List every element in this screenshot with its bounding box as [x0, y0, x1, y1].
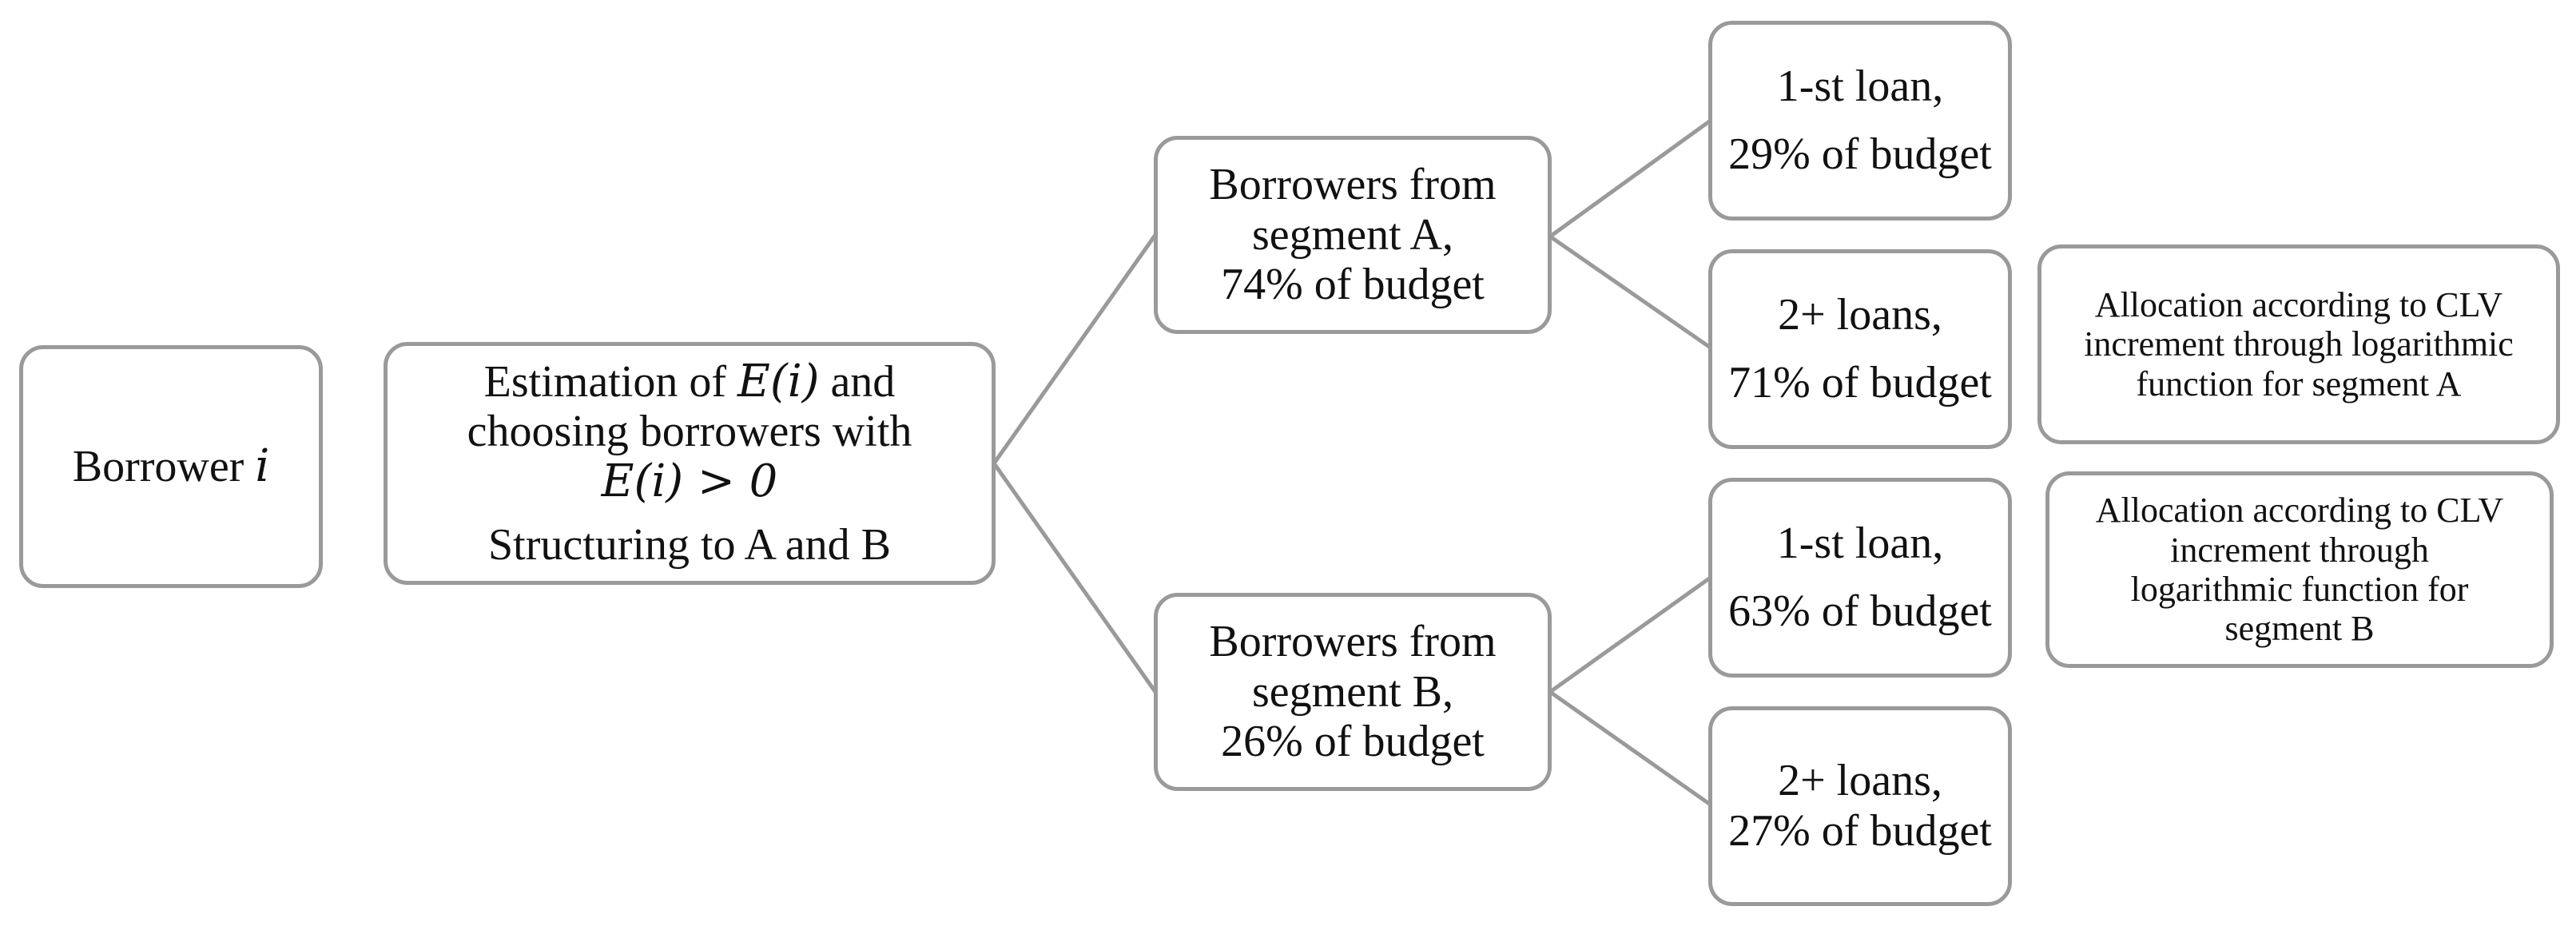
segment-b-more-loans-budget: 27% of budget	[1728, 806, 1992, 856]
connector-segment-b-to-first-loan	[1548, 574, 1713, 694]
allocation-b-line-2: increment through	[2170, 530, 2429, 570]
connector-segment-a-to-more-loans	[1548, 234, 1713, 351]
borrower-label-line: Borrower i	[72, 439, 270, 492]
node-segment-b-first-loan: 1-st loan, 63% of budget	[1708, 478, 2012, 678]
segment-a-more-loans-label: 2+ loans,	[1778, 290, 1942, 340]
node-estimation: Estimation of E(i) and choosing borrower…	[384, 342, 996, 585]
segment-b-first-loan-label: 1-st loan,	[1776, 519, 1944, 569]
segment-a-budget: 74% of budget	[1221, 260, 1485, 310]
estimation-suffix: and	[830, 356, 896, 407]
estimation-structuring: Structuring to A and B	[488, 519, 891, 570]
estimation-condition: E(i) > 0	[601, 455, 778, 507]
allocation-b-line-3: logarithmic function for	[2130, 570, 2469, 609]
node-segment-a-more-loans: 2+ loans, 71% of budget	[1708, 249, 2012, 449]
node-allocation-segment-b: Allocation according to CLV increment th…	[2045, 471, 2554, 668]
borrower-variable: i	[255, 439, 270, 492]
borrower-label: Borrower	[72, 441, 244, 491]
node-segment-b-more-loans: 2+ loans, 27% of budget	[1708, 706, 2012, 906]
allocation-a-line-1: Allocation according to CLV	[2094, 285, 2503, 325]
connector-segment-b-to-more-loans	[1548, 690, 1713, 808]
node-segment-a: Borrowers from segment A, 74% of budget	[1154, 136, 1552, 334]
allocation-a-line-3: function for segment A	[2136, 364, 2462, 403]
node-borrower: Borrower i	[19, 345, 323, 588]
segment-b-line-2: segment B,	[1252, 666, 1453, 717]
segment-b-more-loans-label: 2+ loans,	[1778, 756, 1942, 806]
segment-a-more-loans-budget: 71% of budget	[1728, 358, 1992, 407]
connector-segment-a-to-first-loan	[1548, 117, 1713, 239]
allocation-b-line-4: segment B	[2224, 609, 2375, 649]
segment-b-first-loan-budget: 63% of budget	[1728, 586, 1992, 636]
segment-a-line-1: Borrowers from	[1209, 159, 1497, 209]
node-allocation-segment-a: Allocation according to CLV increment th…	[2037, 244, 2560, 444]
estimation-formula: E(i)	[737, 355, 820, 407]
allocation-a-line-2: increment through logarithmic	[2084, 324, 2514, 364]
connector-estimation-to-segment-b	[992, 462, 1158, 694]
segment-a-line-2: segment A,	[1252, 209, 1453, 260]
estimation-line-2: choosing borrowers with	[467, 407, 912, 457]
segment-a-first-loan-label: 1-st loan,	[1776, 62, 1944, 112]
estimation-prefix: Estimation of	[483, 356, 726, 407]
node-segment-a-first-loan: 1-st loan, 29% of budget	[1708, 21, 2012, 221]
allocation-b-line-1: Allocation according to CLV	[2095, 491, 2504, 531]
segment-b-line-1: Borrowers from	[1209, 616, 1497, 666]
segment-b-budget: 26% of budget	[1221, 717, 1485, 767]
connector-estimation-to-segment-a	[992, 233, 1158, 465]
node-segment-b: Borrowers from segment B, 26% of budget	[1154, 593, 1552, 791]
segment-a-first-loan-budget: 29% of budget	[1728, 129, 1992, 179]
estimation-line-1: Estimation of E(i) and	[483, 355, 896, 407]
